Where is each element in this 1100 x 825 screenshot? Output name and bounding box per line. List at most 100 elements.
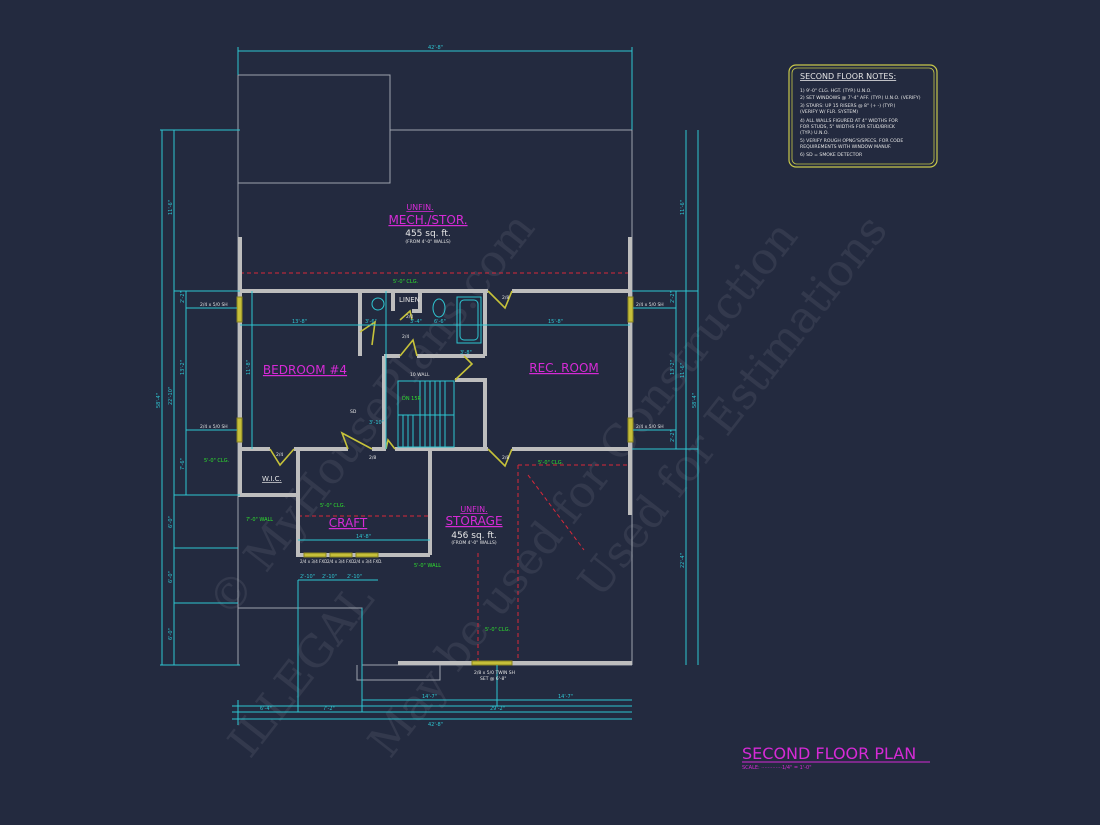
stair bbox=[397, 380, 455, 448]
ceiling-note: 5'-0" CLG. bbox=[320, 503, 346, 509]
dimension-lines bbox=[160, 47, 699, 725]
dim: 3'-6" bbox=[365, 319, 377, 325]
window-tag: 2/4 x 5/0 SH bbox=[636, 424, 664, 430]
room-area: 455 sq. ft. bbox=[405, 229, 451, 239]
window-tag: 2/4 x 5/0 SH bbox=[200, 302, 228, 308]
dim: 6'-4" bbox=[260, 706, 272, 712]
room-prefix: UNFIN. bbox=[460, 505, 487, 514]
dim: 2'-10" bbox=[347, 574, 362, 580]
dim: 11'-6" bbox=[680, 363, 686, 378]
dim: 2'-10" bbox=[322, 574, 337, 580]
room-area: 456 sq. ft. bbox=[451, 531, 497, 541]
stair-note: DN 15R bbox=[402, 396, 422, 402]
note-item: REQUIREMENTS WITH WINDOW MANUF. bbox=[800, 144, 891, 150]
door-tag: 2/4 bbox=[402, 334, 409, 340]
wall-note: 10 WALL bbox=[410, 372, 430, 378]
window-tag: 2/4 x 5/0 SH bbox=[636, 302, 664, 308]
wall-note: 5'-0" WALL bbox=[414, 563, 441, 569]
dim: 7'-6" bbox=[180, 458, 186, 470]
dim: 14'-7" bbox=[558, 694, 573, 700]
plan-scale: SCALE: ·············1/4" = 1'-0" bbox=[742, 765, 812, 771]
room-mech-stor: MECH./STOR. bbox=[388, 213, 467, 227]
dim: 3'-4" bbox=[410, 319, 422, 325]
dim: 11'-6" bbox=[680, 200, 686, 215]
door-tag: 2/8 bbox=[502, 455, 509, 461]
dim: 6'-0" bbox=[168, 571, 174, 583]
bath-fixtures bbox=[371, 296, 482, 344]
doors bbox=[269, 290, 513, 468]
dim: 2'-2" bbox=[670, 291, 676, 303]
note-item: 3) STAIRS: UP 15 RISERS @ 8" (+ -) (TYP.… bbox=[800, 103, 895, 109]
building-outline bbox=[237, 74, 633, 681]
room-wic: W.I.C. bbox=[262, 475, 282, 483]
wall-note: 7'-0" WALL bbox=[246, 517, 273, 523]
watermark-text: May be used for Construction bbox=[358, 212, 807, 767]
dim: 14'-8" bbox=[356, 534, 371, 540]
watermark: © MyHousePlans.com ILLEGAL May be used f… bbox=[198, 203, 897, 766]
room-bedroom-4: BEDROOM #4 bbox=[263, 363, 347, 377]
dim: 11'-6" bbox=[168, 200, 174, 215]
ceiling-note: 5'-0" CLG. bbox=[204, 458, 230, 464]
room-prefix: UNFIN. bbox=[406, 203, 433, 212]
note-item: 2) SET WINDOWS @ 7'-4" AFF. (TYP.) U.N.O… bbox=[800, 95, 921, 101]
note-item: 6) SD = SMOKE DETECTOR bbox=[800, 152, 863, 158]
door-tag: 2/8 bbox=[369, 455, 376, 461]
note-item: 1) 9'-0" CLG. HGT. (TYP.) U.N.O. bbox=[800, 88, 872, 94]
dim-top: 42'-8" bbox=[428, 45, 443, 51]
note-item: (TYP.) U.N.O. bbox=[800, 130, 829, 136]
dim: 2'-2" bbox=[670, 430, 676, 442]
room-rec-room: REC. ROOM bbox=[529, 361, 599, 375]
window-tag: SET @ 6'-8" bbox=[480, 676, 506, 682]
note-item: 5) VERIFY ROUGH OPNG'S/SPECS. FOR CODE bbox=[800, 138, 903, 144]
note-item: 4) ALL WALLS FIGURED AT 4" WIDTHS FOR bbox=[800, 118, 899, 124]
dim: 2'-2" bbox=[180, 291, 186, 303]
dim: 22'-4" bbox=[680, 553, 686, 568]
ceiling-note: 5'-0" CLG. bbox=[538, 460, 564, 466]
dim: 14'-7" bbox=[422, 694, 437, 700]
dim: 22'-10" bbox=[168, 387, 174, 405]
dim: 7'-2" bbox=[323, 706, 335, 712]
dim: 6'-6" bbox=[434, 319, 446, 325]
annotations: 5'-0" CLG. 5'-0" CLG. 5'-0" CLG. 5'-0" C… bbox=[200, 279, 664, 682]
room-area-note: (FROM 4'-0" WALLS) bbox=[405, 239, 451, 245]
window-tag: 2/4 x 3/4 FXD. bbox=[327, 559, 355, 564]
ceiling-note: 5'-0" CLG. bbox=[485, 627, 511, 633]
room-storage: STORAGE bbox=[445, 514, 502, 528]
smoke-detector: SD bbox=[350, 409, 357, 415]
dim: 15'-8" bbox=[548, 319, 563, 325]
dim: 29'-2" bbox=[490, 706, 505, 712]
door-tag: 2/0 bbox=[406, 314, 413, 320]
dim: 58'-4" bbox=[692, 393, 698, 408]
dim: 11'-8" bbox=[246, 360, 252, 375]
ceiling-break-lines bbox=[240, 272, 630, 663]
note-item: (VERIFY W/ FLR. SYSTEM) bbox=[800, 109, 858, 115]
ceiling-note: 5'-0" CLG. bbox=[393, 279, 419, 285]
second-floor-notes: SECOND FLOOR NOTES: 1) 9'-0" CLG. HGT. (… bbox=[788, 64, 938, 168]
window-tag: 2/4 x 3/4 FXD. bbox=[354, 559, 382, 564]
dim: 13'-8" bbox=[292, 319, 307, 325]
dim: 2'-10" bbox=[300, 574, 315, 580]
door-tag: 2/8 bbox=[502, 295, 509, 301]
walls bbox=[238, 237, 632, 665]
plan-title-block: SECOND FLOOR PLAN SCALE: ·············1/… bbox=[742, 744, 930, 771]
note-item: FOR STUDS, 5" WIDTHS FOR STUD/BRICK bbox=[800, 124, 896, 130]
plan-title: SECOND FLOOR PLAN bbox=[742, 744, 916, 763]
window-tag: 2/8 x 5/0 TWIN SH bbox=[474, 670, 515, 676]
dim: 13'-2" bbox=[670, 360, 676, 375]
door-tag: 2/4 bbox=[276, 452, 283, 458]
dim: 3'-10" bbox=[369, 420, 384, 426]
dim: 3'-8" bbox=[460, 350, 472, 356]
dimension-text: 42'-8" 42'-8" 6'-4" 7'-2" 29'-2" 14'-7" … bbox=[156, 45, 698, 728]
room-craft: CRAFT bbox=[329, 516, 368, 530]
dim-bottom: 42'-8" bbox=[428, 722, 443, 728]
windows bbox=[236, 296, 634, 666]
dim: 6'-0" bbox=[168, 628, 174, 640]
room-area-note: (FROM 4'-0" WALLS) bbox=[451, 540, 497, 546]
room-linen: LINEN bbox=[399, 296, 420, 304]
window-tag: 2/4 x 3/4 FXD. bbox=[300, 559, 328, 564]
notes-heading: SECOND FLOOR NOTES: bbox=[800, 72, 896, 81]
window-tag: 2/4 x 5/0 SH bbox=[200, 424, 228, 430]
room-labels: UNFIN. MECH./STOR. 455 sq. ft. (FROM 4'-… bbox=[262, 203, 599, 546]
dim: 58'-4" bbox=[156, 393, 162, 408]
dim: 6'-0" bbox=[168, 516, 174, 528]
